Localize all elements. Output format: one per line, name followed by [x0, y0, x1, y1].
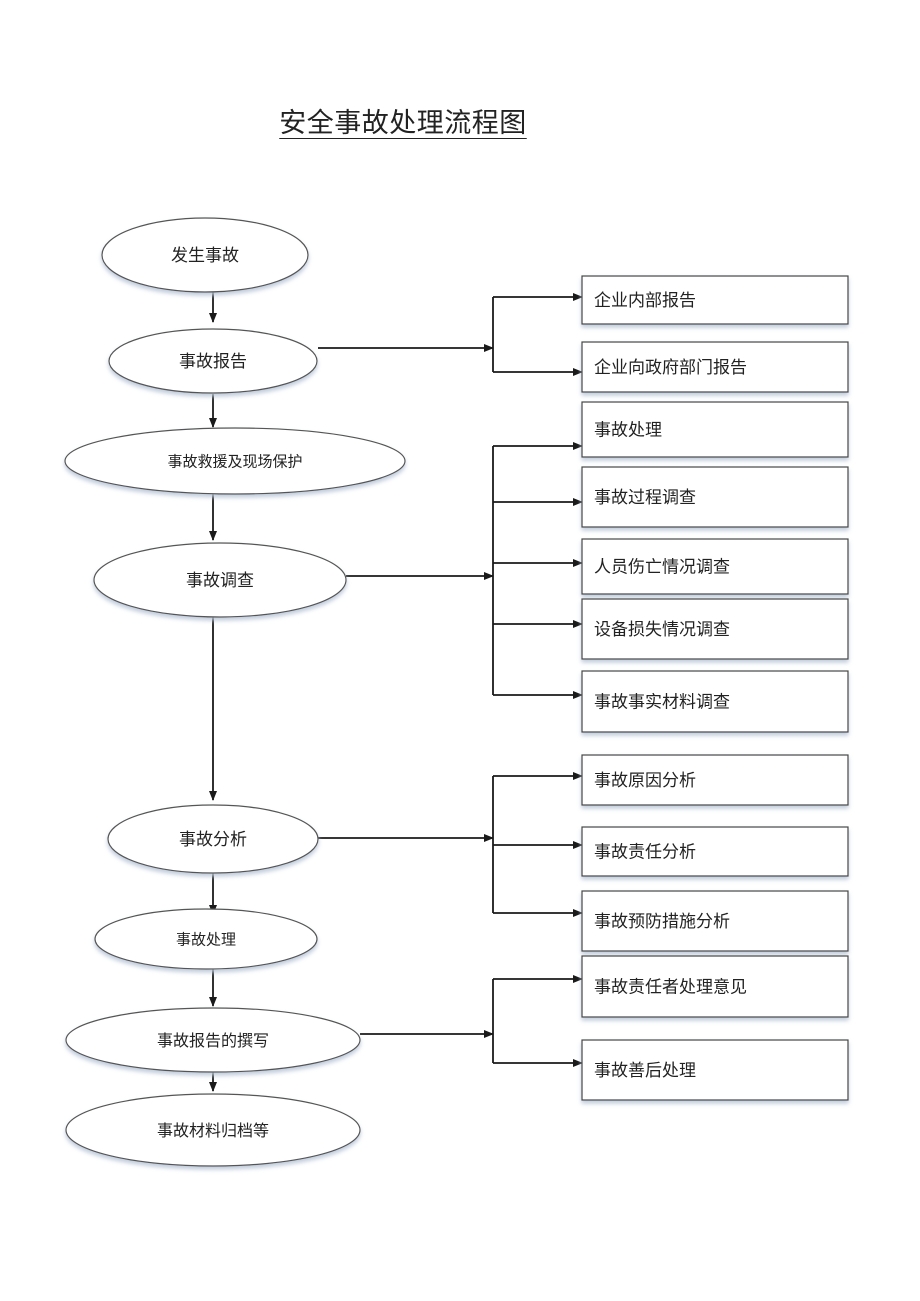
step-ellipse [93, 542, 347, 618]
branch-label: 事故处理 [594, 421, 662, 441]
step-ellipse [108, 328, 318, 394]
branch-box-investigation-0: 事故处理 [581, 401, 849, 458]
branch-boxes: 企业内部报告企业向政府部门报告事故处理事故过程调查人员伤亡情况调查设备损失情况调… [581, 275, 849, 1101]
branch-box [581, 1039, 849, 1101]
step-ellipse [65, 1093, 361, 1167]
connectors [209, 291, 583, 1092]
branch-label: 事故过程调查 [594, 488, 696, 508]
step-ellipse [64, 427, 406, 495]
branch-box [581, 466, 849, 528]
branch-box-analysis-1: 事故责任分析 [581, 826, 849, 877]
step-ellipse [101, 217, 309, 293]
step-archiving: 事故材料归档等 [65, 1093, 361, 1167]
branch-box [581, 826, 849, 877]
branch-label: 事故善后处理 [594, 1061, 696, 1081]
branch-label: 事故事实材料调查 [594, 693, 730, 713]
branch-box-analysis-2: 事故预防措施分析 [581, 890, 849, 952]
step-ellipse [94, 908, 318, 970]
page-title: 安全事故处理流程图 [0, 101, 806, 140]
step-analysis: 事故分析 [107, 804, 319, 874]
step-label: 事故救援及现场保护 [167, 452, 302, 470]
step-handling: 事故处理 [94, 908, 318, 970]
branch-box-investigation-4: 事故事实材料调查 [581, 670, 849, 733]
branch-box-writing-1: 事故善后处理 [581, 1039, 849, 1101]
branch-box [581, 538, 849, 595]
branch-box-report-1: 企业向政府部门报告 [581, 341, 849, 393]
step-label: 事故分析 [179, 830, 247, 850]
branch-box [581, 754, 849, 806]
step-label: 发生事故 [171, 246, 239, 266]
branch-box-report-0: 企业内部报告 [581, 275, 849, 325]
branch-box [581, 598, 849, 660]
branch-box [581, 670, 849, 733]
branch-label: 企业向政府部门报告 [594, 358, 747, 378]
step-label: 事故处理 [176, 930, 236, 948]
step-investigation: 事故调查 [93, 542, 347, 618]
step-label: 事故材料归档等 [157, 1121, 269, 1140]
branch-box-investigation-3: 设备损失情况调查 [581, 598, 849, 660]
branch-label: 事故预防措施分析 [594, 912, 730, 932]
step-accident-report: 事故报告 [108, 328, 318, 394]
branch-label: 设备损失情况调查 [594, 620, 730, 640]
branch-label: 事故责任者处理意见 [594, 978, 747, 998]
branch-label: 企业内部报告 [594, 291, 696, 311]
branch-box [581, 341, 849, 393]
branch-box-analysis-0: 事故原因分析 [581, 754, 849, 806]
branch-box-investigation-2: 人员伤亡情况调查 [581, 538, 849, 595]
step-rescue-protection: 事故救援及现场保护 [64, 427, 406, 495]
step-ellipse [107, 804, 319, 874]
branch-box [581, 890, 849, 952]
branch-label: 事故原因分析 [594, 771, 696, 791]
step-label: 事故调查 [186, 571, 254, 591]
branch-box [581, 955, 849, 1018]
step-label: 事故报告的撰写 [157, 1031, 269, 1050]
branch-box-investigation-1: 事故过程调查 [581, 466, 849, 528]
branch-box-writing-0: 事故责任者处理意见 [581, 955, 849, 1018]
step-accident-occurs: 发生事故 [101, 217, 309, 293]
branch-box [581, 275, 849, 325]
page-title-text: 安全事故处理流程图 [279, 108, 527, 139]
nodes: 发生事故事故报告事故救援及现场保护事故调查事故分析事故处理事故报告的撰写事故材料… [64, 217, 406, 1167]
branch-label: 人员伤亡情况调查 [594, 558, 730, 578]
step-label: 事故报告 [179, 352, 247, 372]
step-ellipse [65, 1007, 361, 1073]
branch-box [581, 401, 849, 458]
step-report-writing: 事故报告的撰写 [65, 1007, 361, 1073]
branch-label: 事故责任分析 [594, 843, 696, 863]
